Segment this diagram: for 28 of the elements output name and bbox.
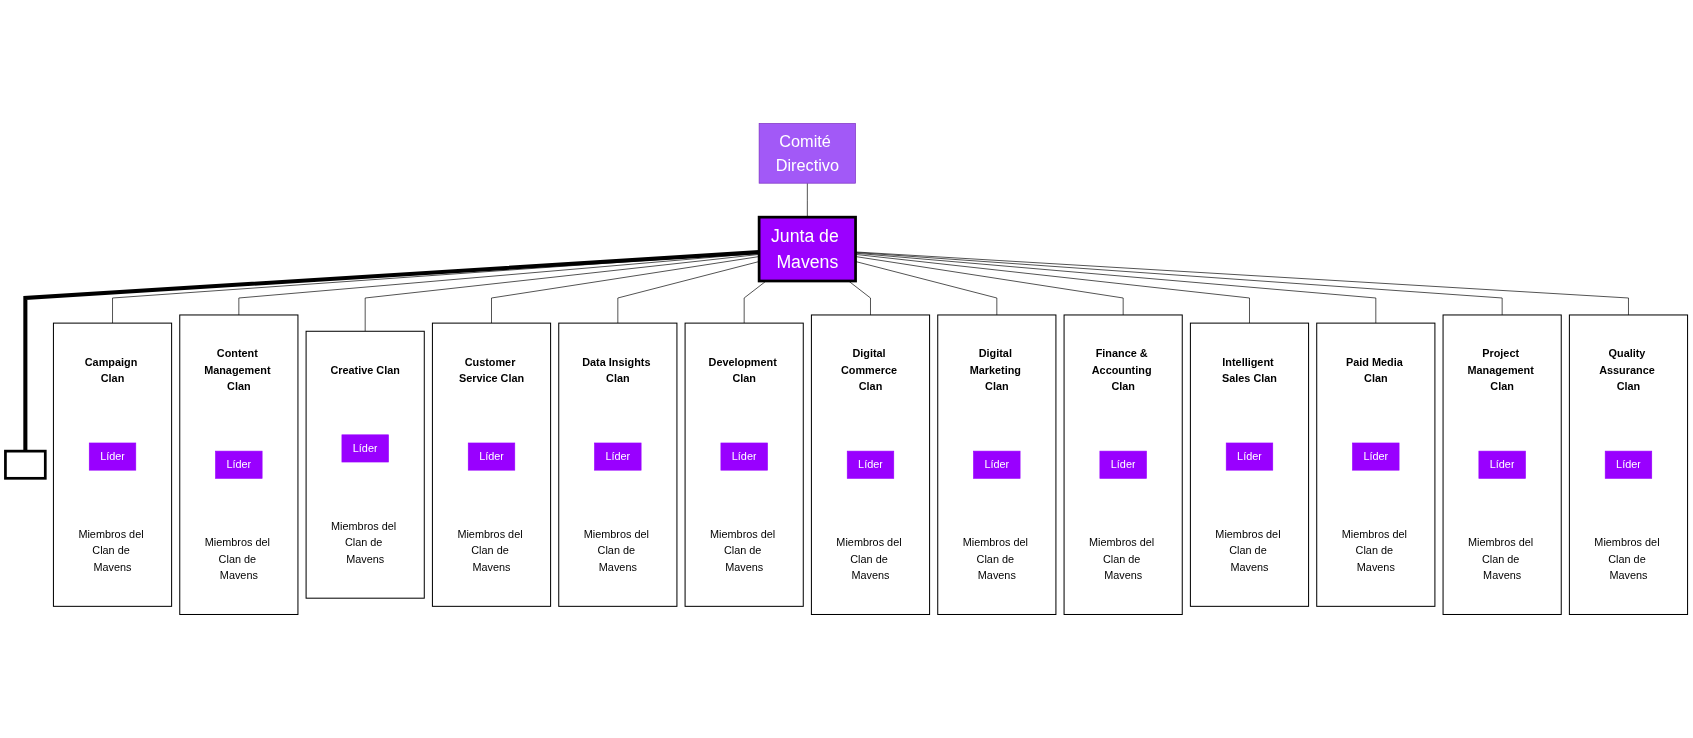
connector [364,254,760,332]
connector [855,254,1250,324]
node-box: Líder [720,442,768,471]
connector [855,252,1503,316]
node-box [4,449,47,480]
node-box: Líder [1478,450,1526,479]
node-box: Líder [973,450,1021,479]
node-box: Líder [88,442,137,471]
connector [617,261,760,324]
node-box: Líder [594,442,642,471]
node-box: Líder [1352,442,1400,471]
connector [491,256,760,324]
node-box: Líder [1099,450,1147,479]
node-box: Líder [1225,442,1274,471]
connector [855,261,998,316]
connector [23,250,760,452]
connector [855,256,1124,316]
node-box: Líder [341,434,389,463]
node-box: Líder [467,442,516,471]
connector [855,252,1377,324]
connector [112,252,760,324]
node-box: Líder [1604,450,1653,479]
node-box: Líder [846,450,895,479]
node-box: Comité Directivo [758,123,856,184]
connector [855,251,1629,316]
node-box: Líder [215,450,263,479]
node-box: Junta de Mavens [757,215,857,283]
connector [807,182,808,218]
